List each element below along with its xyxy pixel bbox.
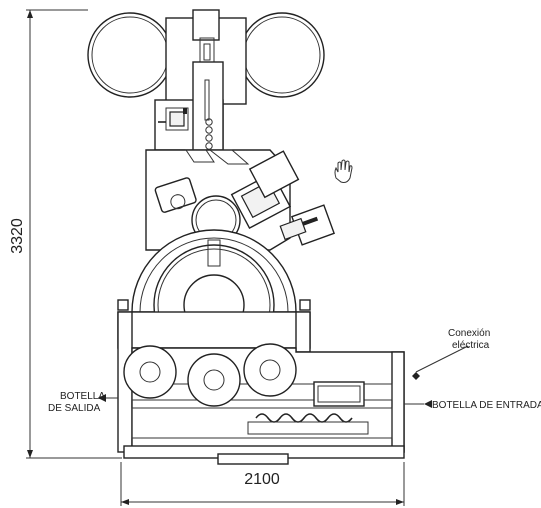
output-bottle-label-2: DE SALIDA	[48, 403, 101, 414]
top-left-spool	[87, 12, 173, 98]
height-dimension-label: 3320	[9, 218, 26, 254]
hand-icon	[334, 159, 353, 183]
star-wheels	[123, 343, 297, 407]
left-clamp	[154, 177, 197, 213]
screw-conveyor	[247, 381, 369, 435]
top-right-spool	[239, 12, 325, 98]
width-dimension-label: 2100	[244, 471, 280, 488]
input-bottle-label: BOTELLA DE ENTRADA	[432, 400, 541, 411]
height-dimension: 3320	[9, 9, 122, 459]
electrical-connection-label-2: eléctrica	[452, 340, 490, 351]
electrical-connection	[412, 345, 469, 380]
input-bottle-arrow	[404, 400, 432, 408]
output-bottle-arrow	[98, 394, 118, 402]
width-dimension: 2100	[120, 462, 405, 506]
electrical-connection-label-1: Conexión	[448, 328, 490, 339]
right-arm	[279, 204, 336, 246]
output-bottle-label-1: BOTELLA	[60, 391, 105, 402]
right-labeler-head	[230, 150, 300, 230]
upper-column	[154, 9, 247, 151]
